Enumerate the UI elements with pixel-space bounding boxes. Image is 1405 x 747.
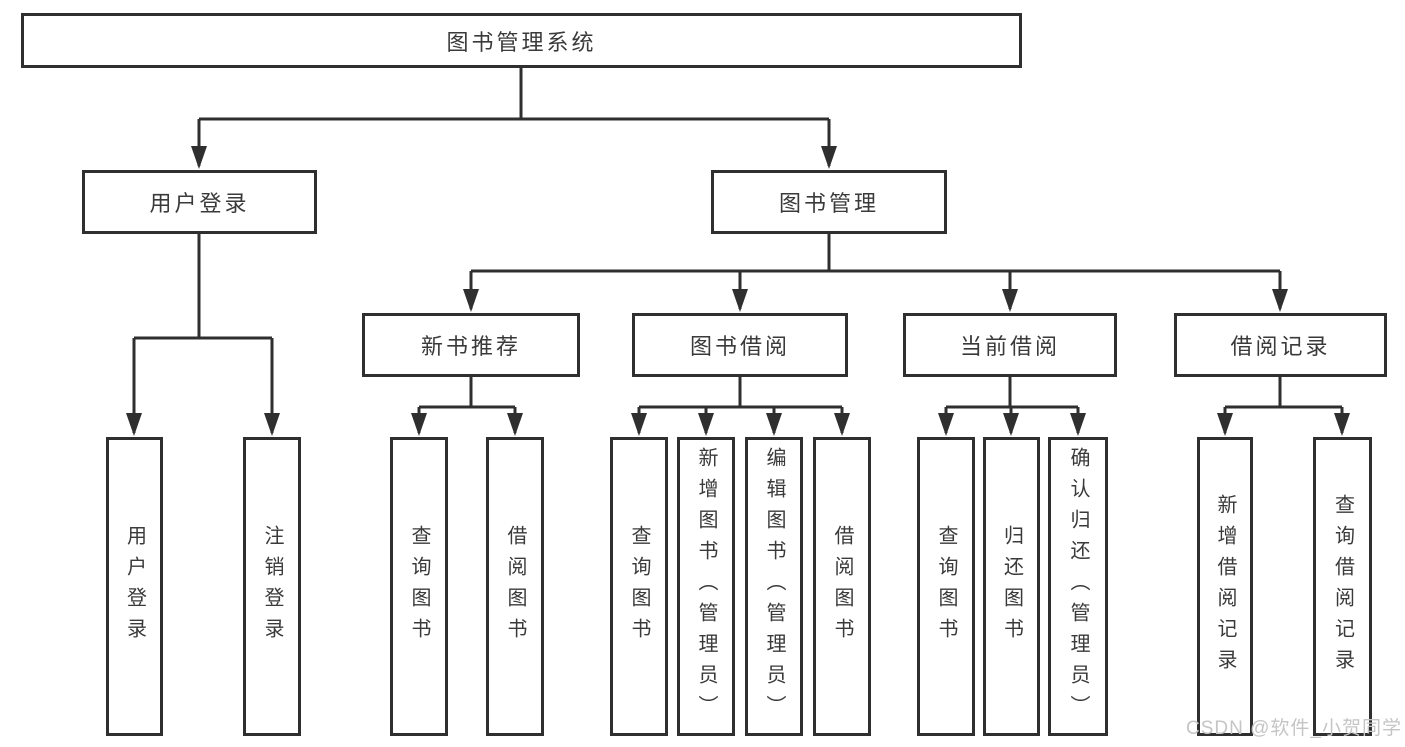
arrowhead [1334, 413, 1350, 436]
arrowhead [1070, 413, 1086, 436]
arrowhead [1217, 413, 1233, 436]
arrowhead [821, 146, 837, 169]
leaf-label: 编辑图书（管理员） [763, 447, 785, 726]
leaf-record-add: 新增借阅记录 [1197, 437, 1253, 736]
watermark: CSDN @软件_小贺同学 [1186, 718, 1402, 739]
leaf-borrow-query: 查询图书 [610, 437, 668, 736]
leaf-label: 确认归还（管理员） [1067, 447, 1089, 726]
node-current-borrow: 当前借阅 [903, 313, 1117, 377]
leaf-newbook-borrow: 借阅图书 [486, 437, 544, 736]
arrowhead [938, 413, 954, 436]
leaf-label: 注销登录 [261, 524, 283, 649]
leaf-current-query: 查询图书 [917, 437, 975, 736]
leaf-borrow-add-book: 新增图书（管理员） [677, 437, 735, 736]
leaf-label: 查询图书 [935, 524, 957, 649]
arrowhead [834, 413, 850, 436]
node-book-management: 图书管理 [711, 170, 947, 234]
leaf-borrow-borrow-book: 借阅图书 [813, 437, 871, 736]
arrowhead [191, 146, 207, 169]
leaf-label: 归还图书 [1000, 524, 1023, 649]
arrowhead [507, 413, 523, 436]
leaf-current-return: 归还图书 [983, 437, 1040, 736]
arrowhead [411, 413, 427, 436]
arrowhead [732, 289, 748, 312]
arrowhead [126, 413, 142, 436]
leaf-user-login: 用户登录 [106, 437, 163, 736]
arrowheads [126, 146, 1350, 436]
node-new-book-recommend: 新书推荐 [362, 313, 580, 377]
leaf-label: 查询图书 [408, 524, 430, 649]
arrowhead [264, 413, 280, 436]
leaf-label: 新增图书（管理员） [695, 447, 717, 726]
arrowhead [1272, 289, 1288, 312]
arrowhead [766, 413, 782, 436]
leaf-label: 查询借阅记录 [1331, 493, 1354, 680]
leaf-record-query: 查询借阅记录 [1313, 437, 1372, 736]
leaf-label: 借阅图书 [504, 524, 526, 649]
node-book-borrow: 图书借阅 [632, 313, 848, 377]
node-user-login: 用户登录 [82, 170, 317, 234]
arrowhead [698, 413, 714, 436]
leaf-label: 查询图书 [628, 524, 650, 649]
arrowhead [1002, 289, 1018, 312]
leaf-borrow-edit-book: 编辑图书（管理员） [745, 437, 803, 736]
node-root: 图书管理系统 [21, 13, 1022, 68]
leaf-newbook-query: 查询图书 [390, 437, 448, 736]
leaf-logout: 注销登录 [243, 437, 301, 736]
leaf-label: 用户登录 [123, 524, 146, 649]
leaf-label: 新增借阅记录 [1214, 493, 1236, 680]
leaf-label: 借阅图书 [831, 524, 853, 649]
node-borrow-record: 借阅记录 [1174, 313, 1387, 377]
leaf-current-confirm-return: 确认归还（管理员） [1048, 437, 1108, 736]
arrowhead [1003, 413, 1019, 436]
arrowhead [631, 413, 647, 436]
arrowhead [463, 289, 479, 312]
